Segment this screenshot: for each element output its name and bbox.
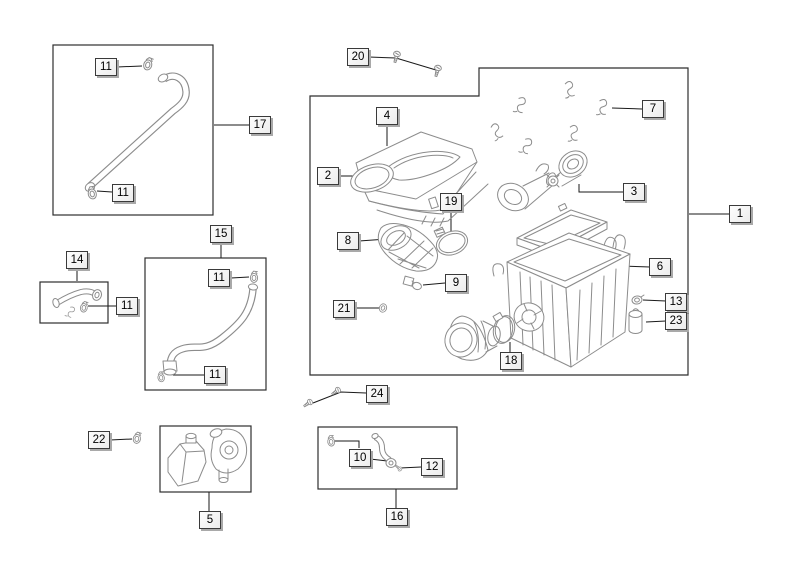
callout-13: 13: [665, 293, 687, 311]
callout-3: 3: [623, 183, 645, 201]
callout-11a: 11: [95, 58, 117, 76]
part-spacer-tube-23: [628, 308, 643, 334]
callout-23: 23: [665, 312, 687, 330]
group-box-14: [39, 281, 109, 324]
callout-6: 6: [649, 258, 671, 276]
callout-11e: 11: [204, 366, 226, 384]
part-clips-7: [486, 80, 608, 155]
part-hose-15: [156, 270, 259, 383]
callout-12: 12: [421, 458, 443, 476]
part-bellows-18: [444, 311, 516, 361]
part-clamp-21: [377, 302, 389, 314]
group-box-1: [309, 67, 689, 376]
group-boxes: [39, 44, 689, 493]
callout-7: 7: [642, 100, 664, 118]
callout-20: 20: [347, 48, 369, 66]
callout-8: 8: [337, 232, 359, 250]
callout-9: 9: [445, 274, 467, 292]
part-housing-6: [492, 232, 631, 368]
callout-16: 16: [386, 508, 408, 526]
callout-17: 17: [249, 116, 271, 134]
callout-11c: 11: [116, 297, 138, 315]
part-elbow-hose-14: [52, 288, 103, 319]
callout-11d: 11: [208, 269, 230, 287]
callout-2: 2: [317, 167, 339, 185]
part-air-cleaner-cover: [350, 131, 489, 227]
part-fitting-9: [402, 275, 422, 291]
part-clamp-22: [132, 431, 143, 445]
part-filter-element: [377, 223, 438, 272]
leader-lines: [76, 56, 730, 511]
callout-21: 21: [333, 300, 355, 318]
group-box-15: [144, 257, 267, 391]
callout-5: 5: [199, 511, 221, 529]
part-valve-assembly-5: [167, 428, 248, 487]
callout-4: 4: [376, 107, 398, 125]
part-screws-24: [301, 385, 342, 409]
callout-22: 22: [88, 431, 110, 449]
callout-11b: 11: [112, 184, 134, 202]
part-hose-17: [84, 56, 190, 201]
group-box-17: [52, 44, 214, 216]
part-vent-hose-16: [326, 432, 404, 473]
group-box-5: [159, 425, 252, 493]
callout-24: 24: [366, 385, 388, 403]
part-grommet-13: [631, 294, 645, 305]
part-intake-horns-3: [497, 150, 588, 212]
group-box-16: [317, 426, 458, 490]
callout-15: 15: [210, 225, 232, 243]
callout-1: 1: [729, 205, 751, 223]
callout-10: 10: [349, 449, 371, 467]
callout-19: 19: [440, 193, 462, 211]
callout-14: 14: [66, 251, 88, 269]
part-clamp-19: [433, 226, 469, 256]
callout-18: 18: [500, 352, 522, 370]
